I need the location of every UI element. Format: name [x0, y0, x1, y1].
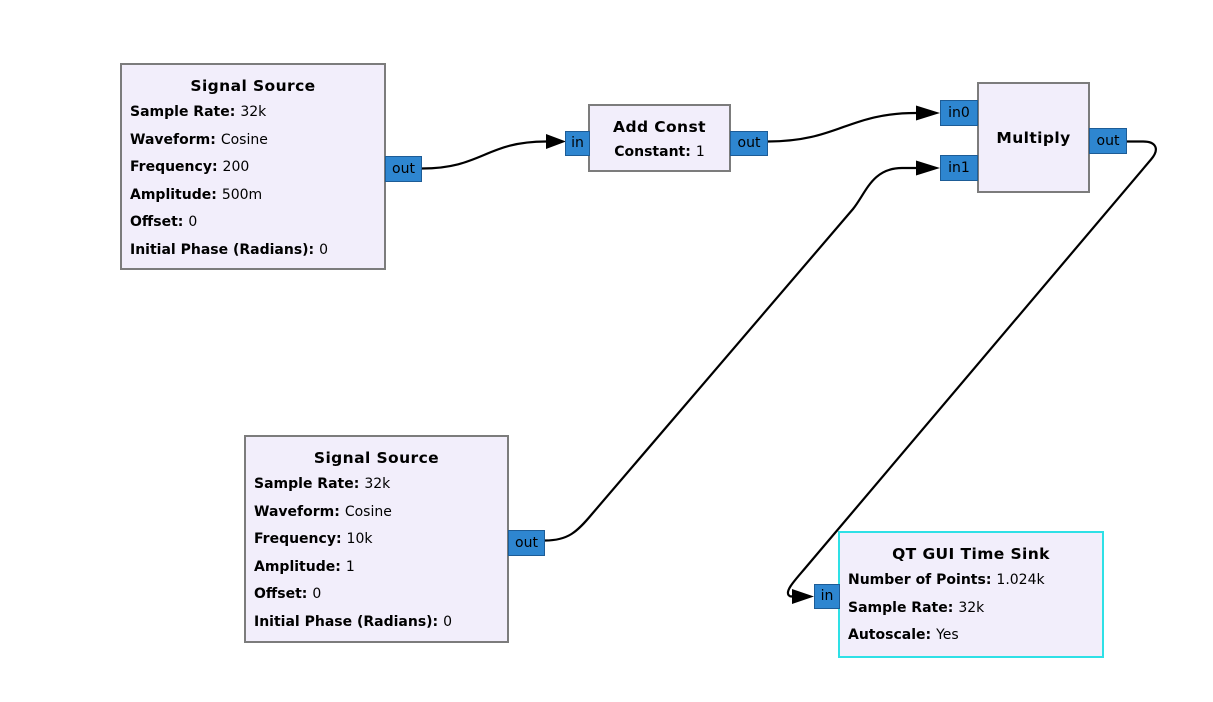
param-value: 0: [319, 241, 329, 258]
param-value: Cosine: [220, 131, 268, 148]
param-label: Sample Rate:: [254, 476, 360, 492]
param-label: Constant:: [614, 144, 691, 160]
param-value: 200: [222, 159, 250, 175]
param-value: 10k: [346, 531, 373, 547]
param-label: Number of Points:: [848, 572, 992, 588]
param-value: Yes: [936, 627, 959, 643]
param-label: Frequency:: [254, 531, 342, 547]
param-value: 1: [345, 558, 355, 575]
port-out[interactable]: out: [730, 131, 768, 156]
param-constant: Constant:1: [598, 140, 721, 165]
wire-add-const-to-multiply[interactable]: [767, 111, 917, 143]
port-out[interactable]: out: [1089, 128, 1127, 154]
block-params: Sample Rate:32k Waveform:Cosine Frequenc…: [246, 471, 507, 636]
param-label: Initial Phase (Radians):: [130, 241, 315, 258]
param-sample-rate: Sample Rate:32k: [254, 471, 499, 499]
block-title: QT GUI Time Sink: [892, 545, 1050, 563]
param-label: Waveform:: [130, 131, 216, 148]
param-initial-phase: Initial Phase (Radians):0: [254, 609, 499, 637]
block-multiply[interactable]: Multiply in0 in1 out: [940, 82, 1127, 193]
wire-arrowhead: [916, 105, 940, 121]
block-title: Add Const: [613, 118, 706, 136]
param-value: 0: [443, 613, 453, 630]
wire-signal-source-2-to-multiply[interactable]: [544, 166, 916, 542]
param-value: 32k: [240, 104, 267, 120]
param-waveform: Waveform:Cosine: [130, 127, 376, 155]
param-value: 32k: [958, 599, 985, 616]
param-label: Amplitude:: [254, 558, 341, 575]
block-add-const[interactable]: Add Const Constant:1 in out: [565, 104, 768, 172]
block-params: Sample Rate:32k Waveform:Cosine Frequenc…: [122, 99, 384, 264]
port-in[interactable]: in: [565, 131, 590, 156]
param-label: Sample Rate:: [130, 104, 236, 120]
param-label: Offset:: [254, 586, 308, 602]
wire-multiply-to-time-sink[interactable]: [786, 140, 1157, 598]
block-title: Signal Source: [190, 77, 316, 95]
param-frequency: Frequency:200: [130, 154, 376, 182]
param-amplitude: Amplitude:500m: [130, 182, 376, 210]
param-offset: Offset:0: [130, 209, 376, 237]
param-offset: Offset:0: [254, 581, 499, 609]
param-amplitude: Amplitude:1: [254, 554, 499, 582]
wire-arrowhead: [916, 160, 940, 176]
block-title: Multiply: [996, 128, 1071, 147]
param-value: 0: [188, 214, 198, 230]
wire-arrowhead: [546, 134, 566, 149]
param-value: 1: [695, 144, 705, 160]
port-in0[interactable]: in0: [940, 100, 978, 126]
block-signal-source-2[interactable]: Signal Source Sample Rate:32k Waveform:C…: [244, 435, 545, 643]
wire-arrowhead: [792, 589, 814, 604]
port-in1[interactable]: in1: [940, 155, 978, 181]
block-params: Number of Points:1.024k Sample Rate:32k …: [840, 567, 1102, 650]
block-params: Constant:1: [590, 140, 729, 165]
param-label: Waveform:: [254, 503, 340, 520]
param-number-of-points: Number of Points:1.024k: [848, 567, 1094, 595]
param-label: Sample Rate:: [848, 599, 954, 616]
param-waveform: Waveform:Cosine: [254, 499, 499, 527]
port-in[interactable]: in: [814, 584, 840, 609]
port-out[interactable]: out: [385, 156, 422, 182]
block-title: Signal Source: [313, 449, 440, 467]
param-initial-phase: Initial Phase (Radians):0: [130, 237, 376, 265]
param-label: Offset:: [130, 214, 184, 230]
param-label: Autoscale:: [848, 627, 932, 643]
param-label: Amplitude:: [130, 186, 217, 203]
param-autoscale: Autoscale:Yes: [848, 622, 1094, 650]
param-sample-rate: Sample Rate:32k: [130, 99, 376, 127]
port-out[interactable]: out: [508, 530, 545, 556]
param-value: 32k: [364, 476, 391, 492]
block-qt-gui-time-sink[interactable]: QT GUI Time Sink Number of Points:1.024k…: [814, 531, 1104, 658]
param-label: Frequency:: [130, 159, 218, 175]
param-value: Cosine: [344, 503, 392, 520]
param-sample-rate: Sample Rate:32k: [848, 595, 1094, 623]
param-value: 500m: [221, 186, 263, 203]
param-label: Initial Phase (Radians):: [254, 613, 439, 630]
wire-signal-source-1-to-add-const[interactable]: [421, 140, 547, 170]
param-value: 0: [312, 586, 322, 602]
param-frequency: Frequency:10k: [254, 526, 499, 554]
param-value: 1.024k: [996, 572, 1045, 588]
block-signal-source-1[interactable]: Signal Source Sample Rate:32k Waveform:C…: [120, 63, 422, 270]
